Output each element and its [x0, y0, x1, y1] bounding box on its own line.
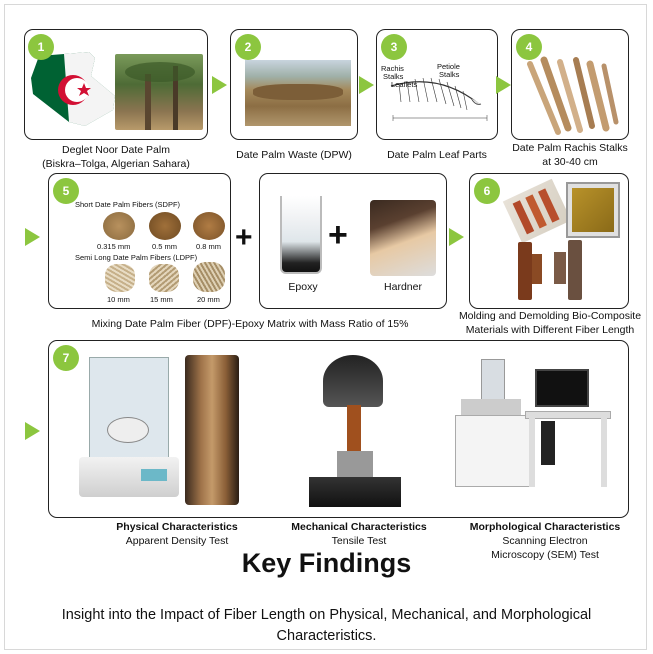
step-4-badge: 4 [516, 34, 542, 60]
density-balance [79, 357, 179, 497]
insight-text: Insight into the Impact of Fiber Length … [61, 607, 592, 645]
epoxy-beaker [280, 196, 322, 274]
arrow-into-6 [449, 228, 464, 246]
label-rachis: Rachis [381, 64, 404, 73]
arrow-2-3 [359, 76, 374, 94]
density-sample [185, 355, 239, 505]
plus-sign-1: + [235, 221, 253, 254]
hardner-pouring [370, 200, 436, 276]
specimen-2 [532, 254, 542, 284]
step-7-badge: 7 [53, 345, 79, 371]
ldpf-size-3: 20 mm [197, 295, 220, 304]
arrow-3-4 [496, 76, 511, 94]
label-stalks: Stalks [383, 72, 404, 81]
rachis-stalks-photo [527, 56, 619, 135]
step-7-box [48, 340, 629, 518]
sdpf-sample-1 [103, 212, 135, 240]
step-1-badge: 1 [28, 34, 54, 60]
epoxy-label: Epoxy [288, 281, 318, 293]
label-leaflets: Leaflets [391, 80, 418, 89]
ldpf-sample-3 [193, 262, 225, 292]
sem-microscope [455, 355, 613, 495]
step-2-caption: Date Palm Waste (DPW) [236, 149, 352, 161]
label-petiole: Petiole [437, 62, 460, 71]
leaf-diagram [390, 77, 488, 121]
palm-waste-photo [245, 60, 351, 126]
specimen-1 [518, 242, 532, 300]
step-5-badge: 5 [53, 178, 79, 204]
plus-sign-2: + [328, 216, 348, 254]
algeria-map [31, 52, 115, 126]
ldpf-sample-1 [105, 264, 135, 292]
step-2-badge: 2 [235, 34, 261, 60]
ldpf-title: Semi Long Date Palm Fibers (LDPF) [75, 253, 198, 262]
sdpf-size-1: 0.315 mm [97, 242, 131, 251]
hardner-label: Hardner [384, 281, 422, 293]
step-1-caption: Deglet Noor Date Palm(Biskra–Tolga, Alge… [42, 144, 190, 171]
step-5-caption: Mixing Date Palm Fiber (DPF)-Epoxy Matri… [91, 318, 409, 330]
ldpf-size-2: 15 mm [150, 295, 173, 304]
mold-photo [502, 178, 572, 244]
arrow-1-2 [212, 76, 227, 94]
sdpf-sample-3 [193, 212, 225, 240]
tensile-machine [309, 355, 401, 507]
sdpf-sample-2 [149, 212, 181, 240]
step-6-badge: 6 [474, 178, 500, 204]
ldpf-size-1: 10 mm [107, 295, 130, 304]
step-3-badge: 3 [381, 34, 407, 60]
sdpf-size-2: 0.5 mm [152, 242, 178, 251]
step-5-box: Short Date Palm Fibers (SDPF) 0.315 mm 0… [48, 173, 231, 309]
step-3-caption: Date Palm Leaf Parts [387, 149, 487, 161]
label-petiole-stalks: Stalks [439, 70, 460, 79]
composite-plate [566, 182, 620, 238]
sdpf-size-3: 0.8 mm [196, 242, 222, 251]
sdpf-title: Short Date Palm Fibers (SDPF) [75, 200, 181, 209]
palm-grove-photo [115, 54, 203, 130]
arrow-into-5 [25, 228, 40, 246]
step-1-box [24, 29, 208, 140]
specimen-4 [554, 252, 566, 284]
figure-frame [4, 4, 647, 650]
specimen-3 [568, 240, 582, 300]
ldpf-sample-2 [149, 264, 179, 292]
resin-box: + Epoxy Hardner [259, 173, 447, 309]
key-findings-title: Key Findings [241, 548, 412, 578]
arrow-into-7 [25, 422, 40, 440]
